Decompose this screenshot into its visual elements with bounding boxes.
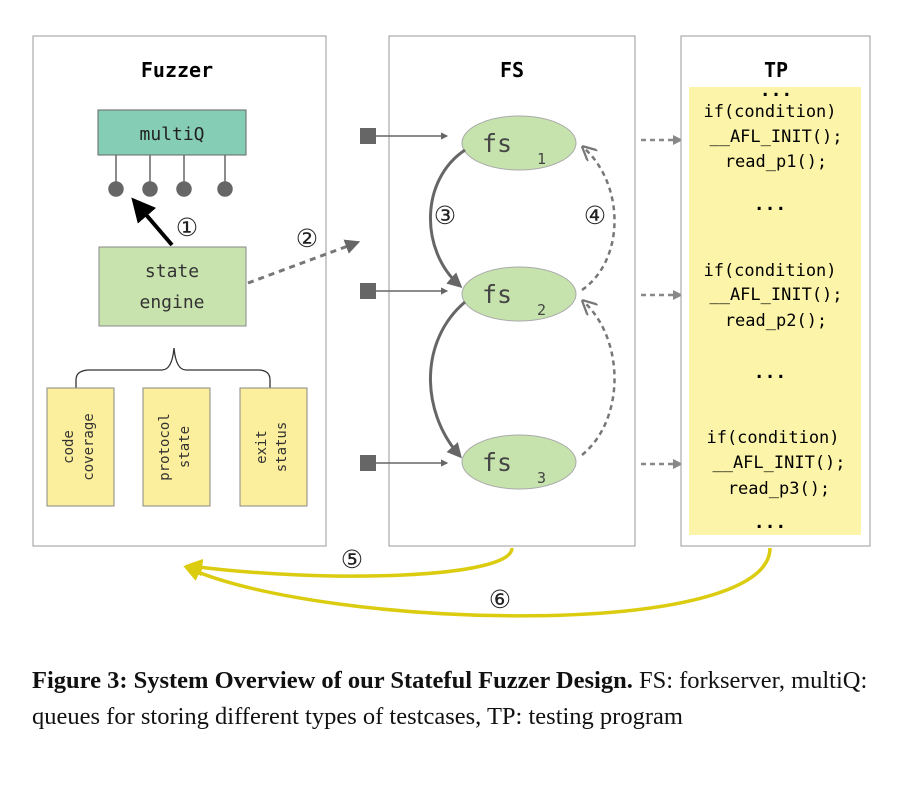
code-line: if(condition): [706, 428, 839, 448]
feedback-label-line-1: code: [61, 430, 77, 464]
state-engine-line-1: state: [145, 261, 199, 282]
fs-title: FS: [500, 58, 524, 82]
select-arrow: [131, 197, 174, 247]
caption-title: Figure 3: System Overview of our Statefu…: [32, 667, 633, 694]
tp-code-area: [689, 87, 861, 535]
fuzzer-panel: Fuzzer multiQ ① state engine code cove: [32, 35, 327, 547]
code-line: read_p3();: [728, 479, 830, 499]
queue-dot: [108, 181, 124, 197]
feedback-label-line-2: state: [177, 426, 193, 468]
queue-dot: [217, 181, 233, 197]
state-return-arrow: [582, 148, 616, 292]
multiq-label: multiQ: [139, 124, 204, 145]
tp-code-block-3: if(condition) __AFL_INIT(); read_p3();: [706, 428, 845, 499]
code-line: if(condition): [703, 102, 836, 122]
fs-feedback-arrow: [184, 547, 514, 578]
fs-node-label: fs: [482, 448, 512, 477]
feedback-label-line-1: protocol: [157, 413, 173, 480]
tp-title: TP: [764, 58, 788, 82]
input-marker: [360, 128, 449, 144]
tp-feedback-arrow: [183, 547, 772, 618]
code-line: read_p2();: [725, 311, 827, 331]
fs-node-subscript: 3: [537, 469, 546, 487]
queue-dots: [108, 155, 233, 197]
fs-node-label: fs: [482, 129, 512, 158]
tp-code-block-1: if(condition) __AFL_INIT(); read_p1();: [703, 102, 842, 172]
code-line: __AFL_INIT();: [709, 127, 842, 147]
queue-dot: [142, 181, 158, 197]
fs-node-subscript: 1: [537, 150, 546, 168]
code-line: __AFL_INIT();: [709, 285, 842, 305]
tp-code-block-2: if(condition) __AFL_INIT(); read_p2();: [703, 261, 842, 331]
code-line: __AFL_INIT();: [712, 453, 845, 473]
figure-caption: Figure 3: System Overview of our Statefu…: [32, 663, 882, 735]
tp-ellipsis: ...: [754, 194, 787, 215]
tp-ellipsis: ...: [760, 80, 793, 101]
forkserver-node-2: fs 2: [461, 266, 577, 322]
feedback-exit-status: exit status: [239, 387, 308, 507]
state-engine-line-2: engine: [139, 292, 204, 313]
code-line: read_p1();: [725, 152, 827, 172]
fork-arrow: [429, 148, 466, 289]
dispatch-arrow: [247, 239, 361, 285]
forkserver-node-3: fs 3: [461, 434, 577, 490]
step-5-label: ⑤: [341, 545, 363, 574]
tp-panel: TP ... if(condition) __AFL_INIT(); read_…: [680, 35, 871, 547]
step-2-label: ②: [296, 224, 318, 253]
state-return-arrow: [582, 302, 616, 456]
forkserver-node-1: fs 1: [461, 115, 577, 171]
feedback-label-line-1: exit: [254, 430, 270, 464]
feedback-brace: [75, 347, 271, 390]
tp-ellipsis: ...: [754, 512, 787, 533]
feedback-label-line-2: coverage: [81, 413, 97, 480]
queue-dot: [176, 181, 192, 197]
tp-ellipsis: ...: [754, 362, 787, 383]
fs-node-label: fs: [482, 280, 512, 309]
code-line: if(condition): [703, 261, 836, 281]
multiq-box: multiQ: [97, 109, 247, 156]
feedback-protocol-state: protocol state: [142, 387, 211, 507]
caption-text: FS: forkserver, multiQ: queues for stori…: [32, 667, 868, 730]
fork-arrow: [429, 300, 466, 459]
input-marker: [360, 283, 449, 299]
input-marker: [360, 455, 449, 471]
state-engine-box: state engine: [98, 246, 247, 327]
feedback-code-coverage: code coverage: [46, 387, 115, 507]
step-4-label: ④: [584, 201, 606, 230]
step-6-label: ⑥: [489, 585, 511, 614]
system-overview-diagram: Fuzzer multiQ ① state engine code cove: [32, 35, 871, 618]
feedback-label-line-2: status: [274, 422, 290, 473]
fuzzer-title: Fuzzer: [141, 58, 213, 82]
fs-node-subscript: 2: [537, 301, 546, 319]
step-3-label: ③: [434, 201, 456, 230]
step-1-label: ①: [176, 213, 198, 242]
fs-panel: FS fs 1 fs 2 fs 3 ③: [360, 35, 636, 547]
